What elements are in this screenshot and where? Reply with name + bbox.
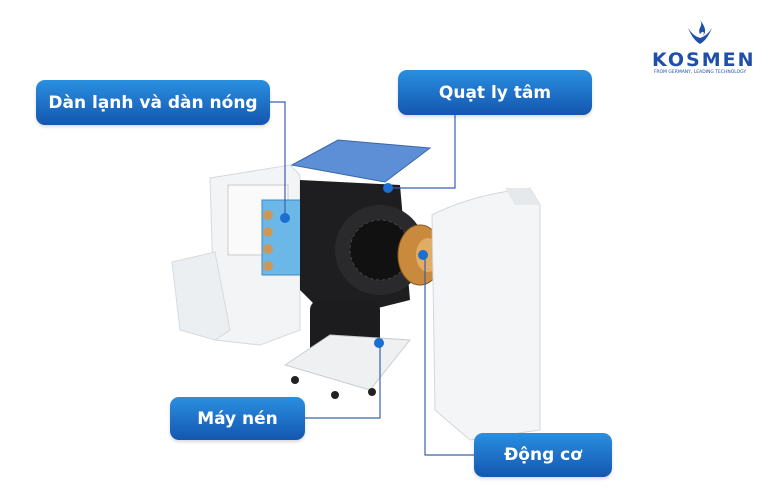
flame-logo-icon: [688, 20, 712, 44]
control-panel: [290, 139, 432, 183]
label-compressor: Máy nén: [170, 397, 305, 440]
callout-dots: [280, 183, 428, 348]
side-housing: [171, 251, 231, 341]
brand-name: KOSMEN: [652, 49, 756, 71]
brand-logo: KOSMEN FROM GERMANY, LEADING TECHNOLOGY: [652, 18, 756, 75]
copper-pipes: [263, 210, 273, 271]
label-centrifugal-fan: Quạt ly tâm: [398, 70, 592, 115]
leader-lines: [270, 101, 474, 456]
label-motor: Động cơ: [474, 433, 612, 477]
base-plate: [283, 334, 411, 391]
brand-tagline: FROM GERMANY, LEADING TECHNOLOGY: [653, 70, 747, 75]
label-evaporator-condenser: Dàn lạnh và dàn nóng: [36, 80, 270, 125]
front-cover: [431, 187, 541, 441]
